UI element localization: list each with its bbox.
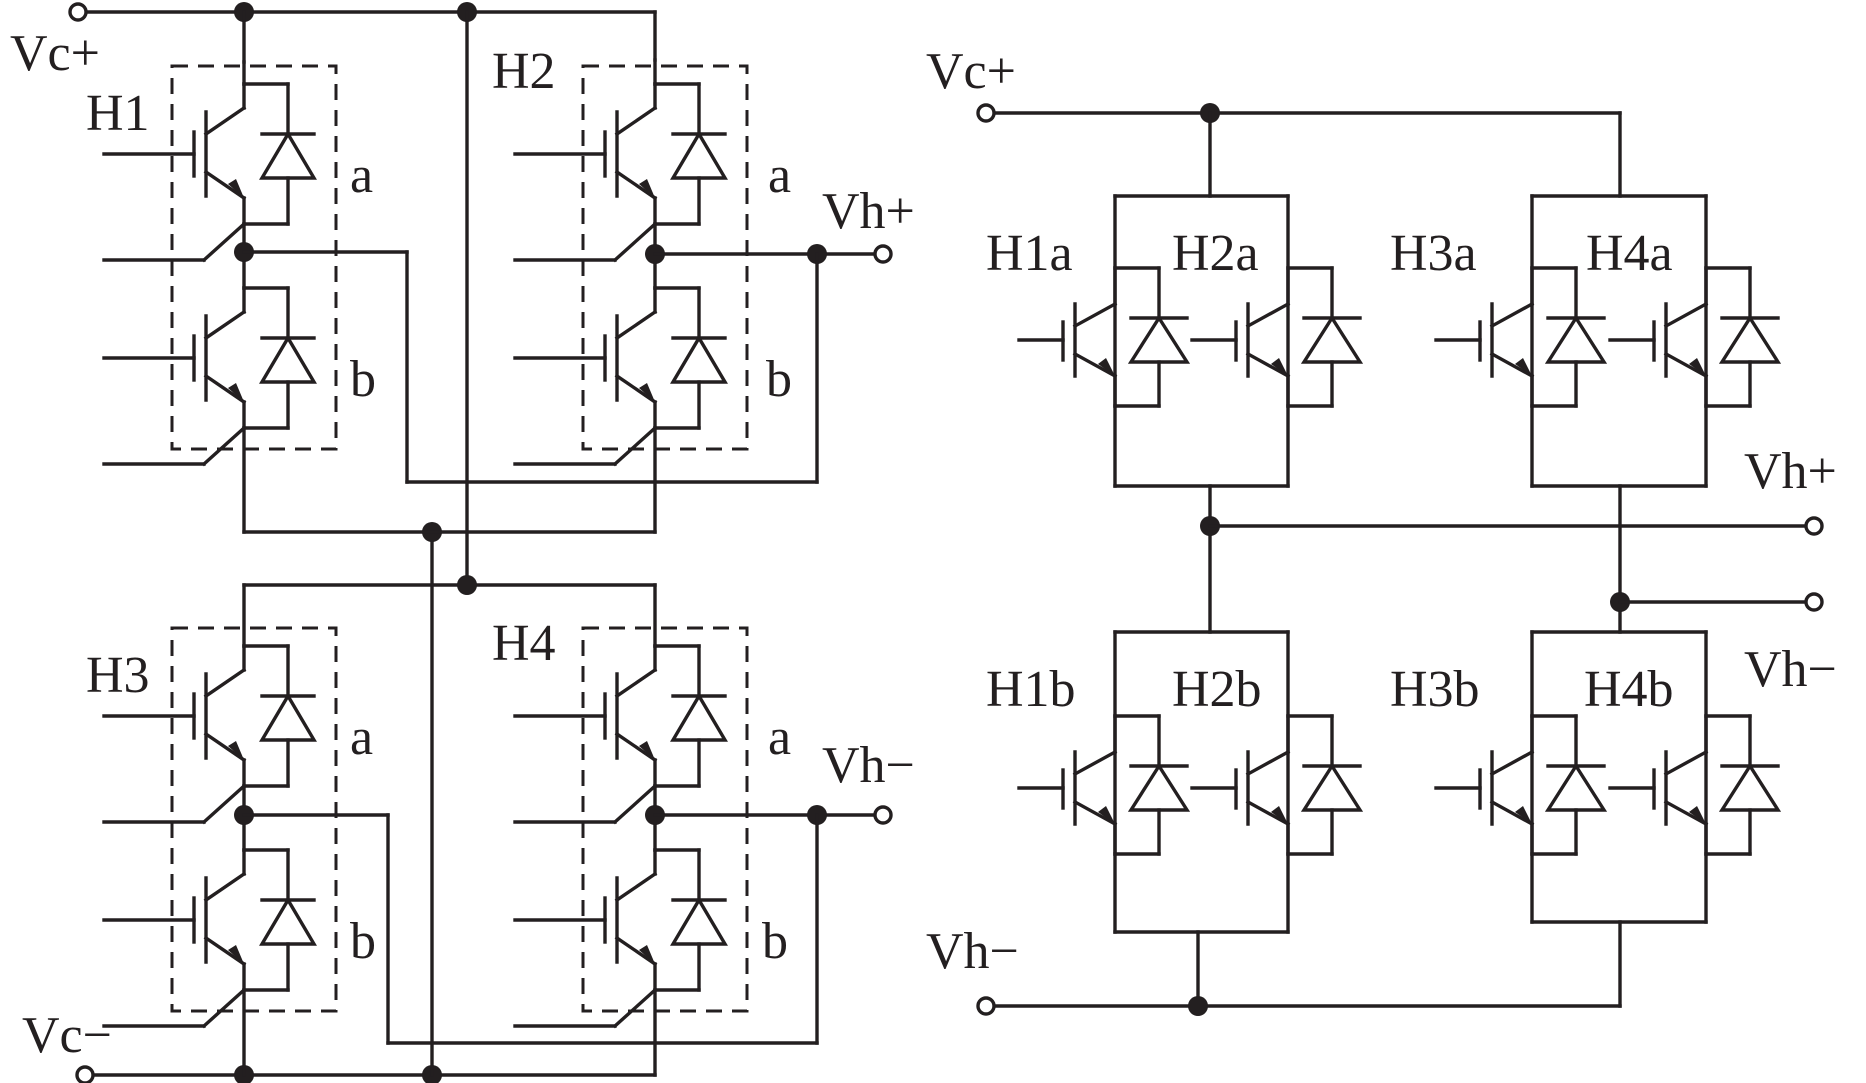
vc-plus-terminal — [68, 2, 88, 22]
right-vh-minus-mid-label: Vh− — [1744, 641, 1837, 698]
h3-a-label: a — [350, 709, 373, 766]
h2a-label: H2a — [1172, 225, 1259, 282]
right-circuit: Vc+ Vh+ Vh− Vh− H1a H2a H3a H4a H1b H2b … — [926, 43, 1837, 1016]
module-h1 — [102, 60, 819, 534]
h3-b-label: b — [350, 913, 376, 970]
h3b-label: H3b — [1390, 661, 1480, 718]
group-h1a-h2a — [1017, 194, 1362, 488]
h4a-label: H4a — [1586, 225, 1673, 282]
h4-label: H4 — [492, 615, 556, 672]
group-h1b-h2b — [1017, 630, 1362, 934]
h2-label: H2 — [492, 43, 556, 100]
right-vh-plus-terminal — [1804, 516, 1824, 536]
h1b-label: H1b — [986, 661, 1076, 718]
right-vh-minus-bottom-terminal — [976, 996, 996, 1016]
h1-b-label: b — [350, 351, 376, 408]
h3a-label: H3a — [1390, 225, 1477, 282]
h4-b-label: b — [762, 913, 788, 970]
vc-minus-label: Vc− — [22, 1007, 112, 1064]
h2b-label: H2b — [1172, 661, 1262, 718]
left-circuit: Vc+ Vc− Vh+ Vh− H1 a b H2 a b H3 a b H4 … — [10, 2, 915, 1083]
right-vc-plus-terminal — [976, 103, 996, 123]
h4-a-label: a — [768, 709, 791, 766]
h2-b-label: b — [766, 351, 792, 408]
h1a-label: H1a — [986, 225, 1073, 282]
vh-minus-label: Vh− — [822, 737, 915, 794]
right-vh-plus-label: Vh+ — [1744, 443, 1837, 500]
h2-a-label: a — [768, 147, 791, 204]
h3-label: H3 — [86, 647, 150, 704]
right-vh-minus-bottom-label: Vh− — [926, 923, 1019, 980]
vh-plus-terminal — [873, 244, 893, 264]
module-h3 — [102, 575, 819, 1077]
h4b-label: H4b — [1584, 661, 1674, 718]
h1-label: H1 — [86, 85, 150, 142]
right-vc-plus-label: Vc+ — [926, 43, 1016, 100]
vh-plus-label: Vh+ — [822, 183, 915, 240]
right-vh-minus-terminal — [1804, 592, 1824, 612]
vc-plus-label: Vc+ — [10, 25, 100, 82]
vc-minus-terminal — [75, 1065, 95, 1083]
module-h4 — [513, 583, 893, 1077]
h1-a-label: a — [350, 147, 373, 204]
vh-minus-terminal — [873, 805, 893, 825]
module-h2 — [513, 58, 893, 534]
